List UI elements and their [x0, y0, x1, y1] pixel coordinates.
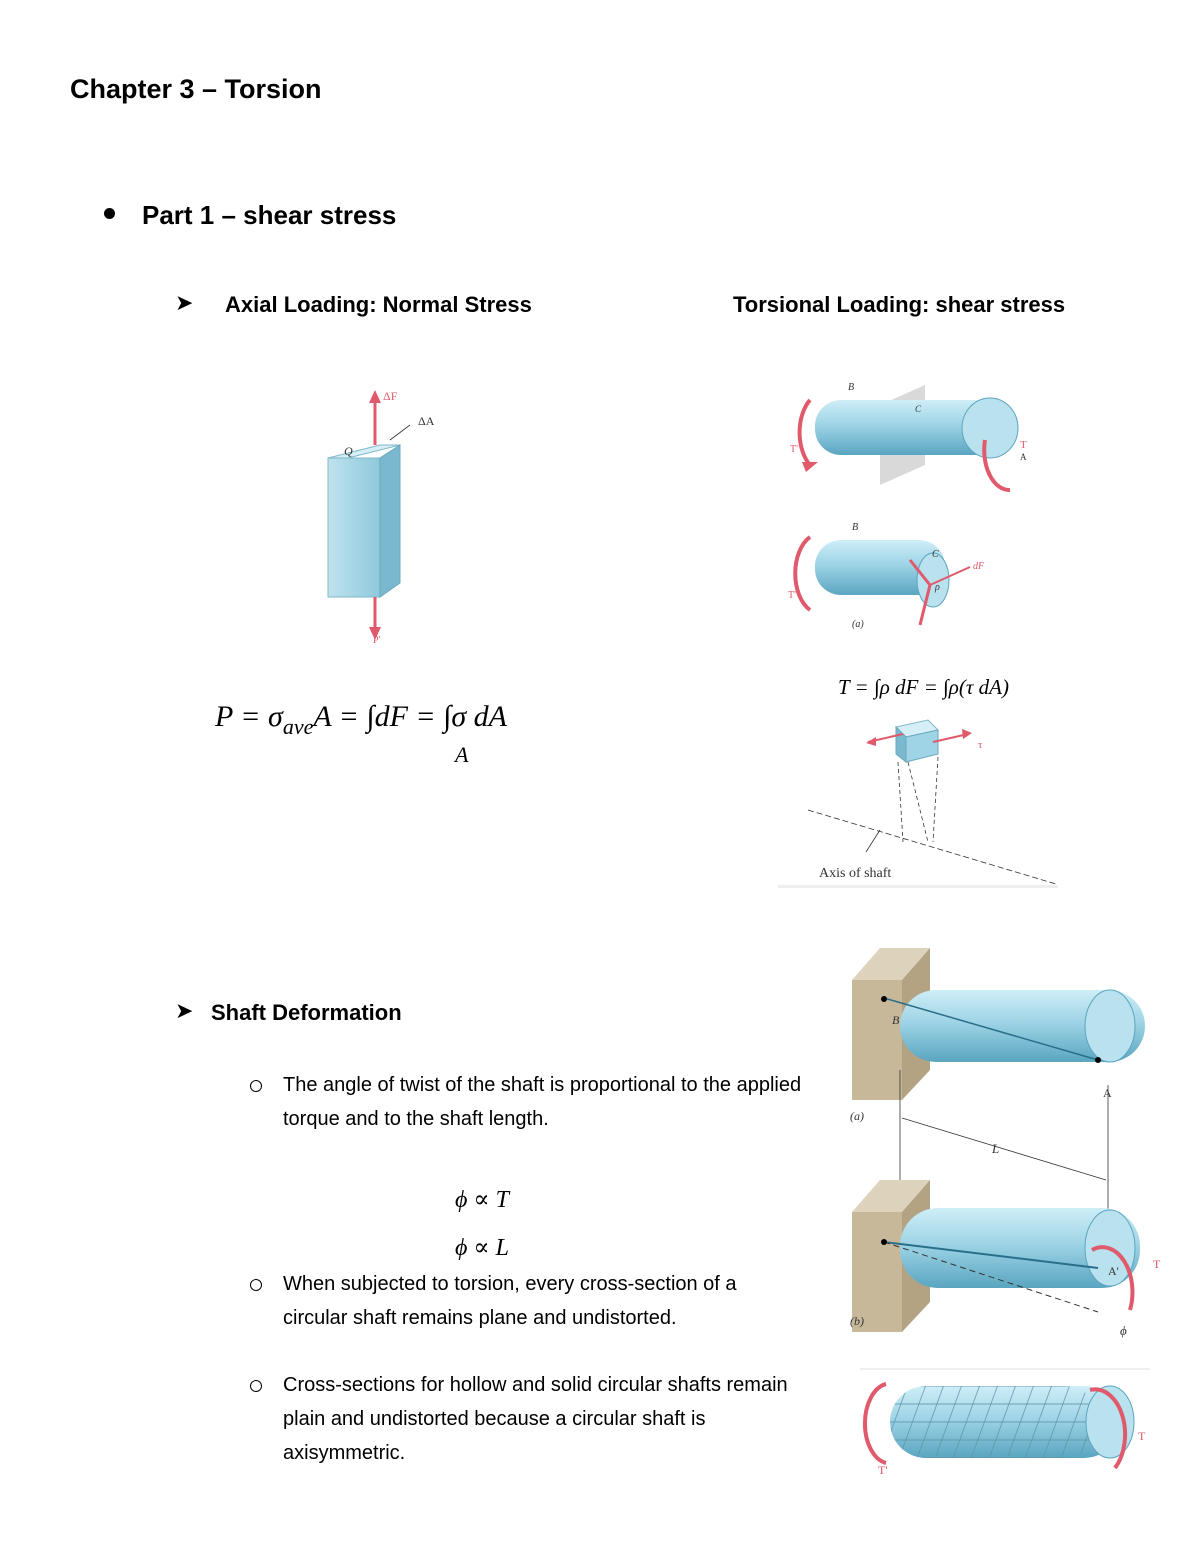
arrow-bullet-icon: ➤ [175, 998, 194, 1023]
point-3: Cross-sections for hollow and solid circ… [283, 1374, 788, 1464]
svg-text:A': A' [1108, 1264, 1119, 1278]
cut-shaft-figure: B C dF ρ T' (a) [788, 522, 985, 630]
circle-bullet [250, 1279, 262, 1291]
stress-element-figure: τ Axis of shaft [778, 719, 1058, 888]
svg-text:B: B [892, 1013, 900, 1027]
arrow-bullet-icon: ➤ [175, 290, 194, 315]
svg-text:dF: dF [973, 561, 985, 572]
svg-text:T: T [1020, 439, 1027, 451]
svg-text:C: C [932, 549, 939, 560]
svg-text:ϕ: ϕ [1120, 1323, 1127, 1338]
svg-text:(a): (a) [852, 619, 864, 630]
axial-equation-lower: A [455, 742, 469, 767]
svg-text:C: C [915, 404, 922, 414]
proportional-torque: ϕ ∝ T [455, 1187, 510, 1213]
svg-text:τ: τ [978, 739, 983, 751]
page-title: Chapter 3 – Torsion [70, 74, 322, 104]
point-1: The angle of twist of the shaft is propo… [283, 1074, 802, 1130]
proportional-length: ϕ ∝ L [455, 1235, 510, 1261]
svg-text:T: T [1138, 1429, 1146, 1443]
svg-text:Axis of shaft: Axis of shaft [819, 866, 891, 881]
svg-text:T: T [1153, 1257, 1161, 1271]
svg-text:A: A [1103, 1086, 1112, 1100]
svg-text:ρ: ρ [934, 582, 940, 593]
shaft-deformation-figure: B A (a) L (b) A' T ϕ [850, 948, 1161, 1338]
svg-text:B: B [852, 522, 858, 533]
svg-text:B: B [848, 382, 854, 393]
svg-text:T': T' [790, 444, 798, 455]
label-dF: ΔF [383, 389, 398, 403]
torsion-equation: T = ∫ρ dF = ∫ρ(τ dA) [838, 675, 1009, 699]
axial-equation: P = σaveA = ∫dF = ∫σ dA [215, 700, 508, 739]
svg-text:A: A [1020, 452, 1027, 462]
point-2: When subjected to torsion, every cross-s… [283, 1273, 737, 1329]
circle-bullet [250, 1080, 262, 1092]
shaft-heading: Shaft Deformation [211, 1000, 402, 1025]
bullet-dot [104, 208, 115, 219]
part-heading: Part 1 – shear stress [142, 200, 397, 230]
label-Q: Q [344, 444, 353, 458]
axial-heading: Axial Loading: Normal Stress [225, 292, 532, 317]
label-dA: ΔA [418, 414, 435, 428]
axial-block-figure: ΔF ΔA Q P' [327, 389, 435, 646]
svg-text:T': T' [788, 590, 796, 601]
svg-text:T': T' [878, 1463, 888, 1477]
svg-text:(b): (b) [850, 1314, 864, 1328]
grid-shaft-figure: T T' [860, 1368, 1150, 1477]
svg-text:(a): (a) [850, 1109, 864, 1123]
label-P: P' [373, 635, 381, 646]
torsion-shaft-figure: B C T A T' [790, 382, 1027, 492]
svg-text:L: L [991, 1141, 999, 1156]
circle-bullet [250, 1380, 262, 1392]
torsional-heading: Torsional Loading: shear stress [733, 292, 1066, 317]
